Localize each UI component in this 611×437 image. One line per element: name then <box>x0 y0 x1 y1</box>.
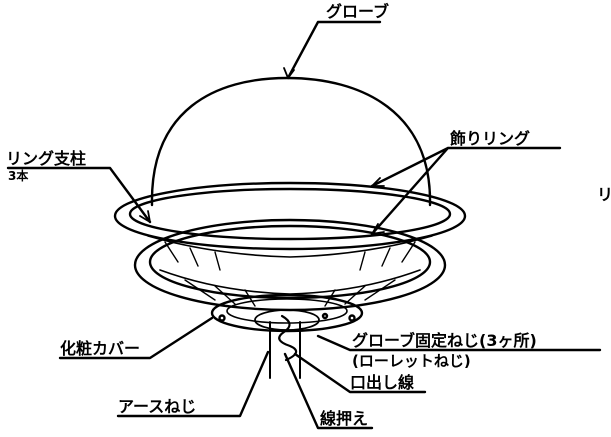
label-lead-wire: 口出し線 <box>350 373 414 392</box>
upper-ring-outer <box>113 181 467 251</box>
leader-cosmetic-cover <box>58 316 214 360</box>
wire-coil <box>278 314 298 362</box>
label-knurled-screw: (ローレットねじ) <box>352 352 471 370</box>
lower-ring-outer <box>133 218 447 312</box>
lower-ring-inner <box>148 224 432 300</box>
leader-lead-wire <box>293 352 427 394</box>
label-globe-screw: グローブ固定ねじ(3ヶ所) <box>352 331 537 350</box>
globe-dome <box>150 76 432 207</box>
label-cosmetic-cover: 化粧カバー <box>60 339 140 358</box>
leader-earth-screw <box>116 350 270 418</box>
label-ring-support-count: 3本 <box>8 168 28 183</box>
leader-decor-ring <box>370 146 562 236</box>
label-decor-ring: 飾りリング <box>450 129 530 148</box>
cosmetic-cover-disc <box>210 293 364 333</box>
label-globe: グローブ <box>326 2 389 21</box>
upper-ring-inner <box>128 187 452 241</box>
leader-wire-clamp <box>283 352 374 430</box>
stem <box>269 321 301 379</box>
label-wire-clamp: 線押え <box>320 409 368 428</box>
leader-globe-screw <box>316 334 602 352</box>
label-earth-screw: アースねじ <box>118 397 196 416</box>
label-cut-off-edge: リ <box>597 185 611 204</box>
leader-ring-support <box>6 166 152 224</box>
bowl-shade <box>147 235 433 258</box>
leader-globe <box>286 20 382 80</box>
label-ring-support: リング支柱 <box>6 149 86 168</box>
